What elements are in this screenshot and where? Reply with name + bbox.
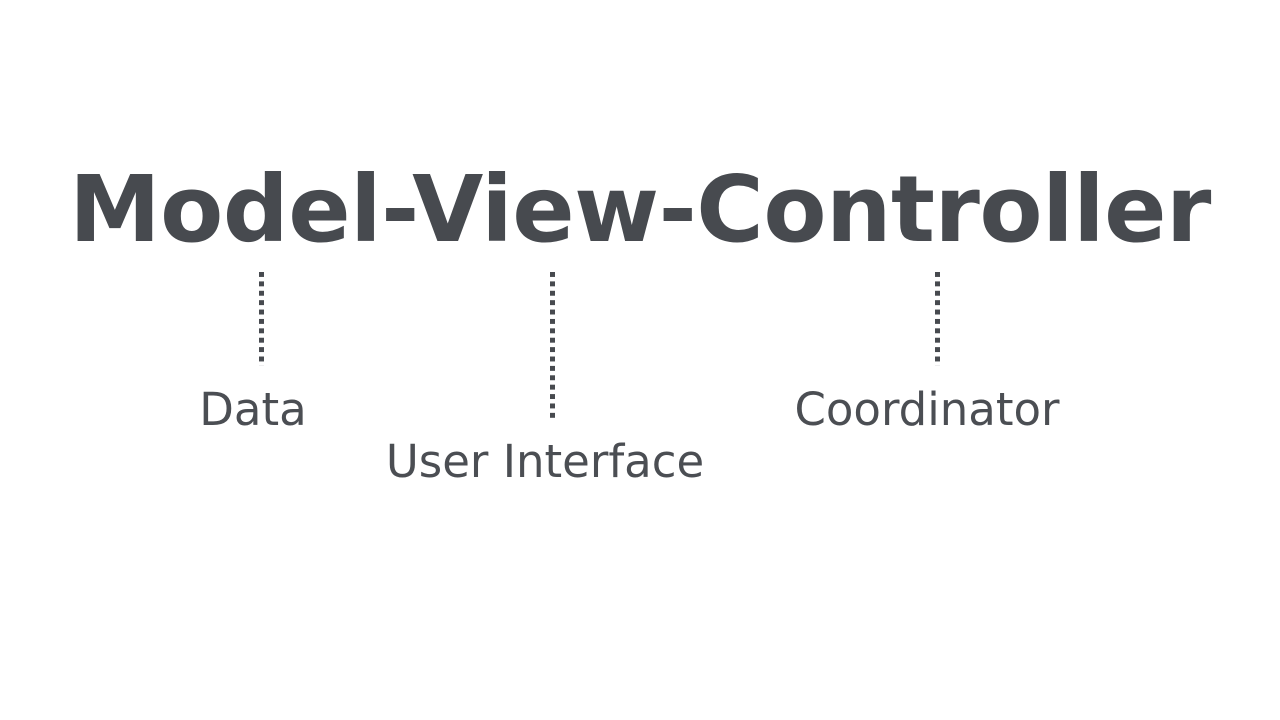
annotation-label-controller: Coordinator [794, 383, 1060, 436]
leader-line-view [550, 272, 555, 419]
page-title: Model-View-Controller [69, 156, 1211, 263]
annotation-label-model: Data [199, 383, 307, 436]
leader-line-controller [935, 272, 940, 366]
annotation-label-view: User Interface [385, 435, 705, 488]
leader-line-model [259, 272, 264, 366]
